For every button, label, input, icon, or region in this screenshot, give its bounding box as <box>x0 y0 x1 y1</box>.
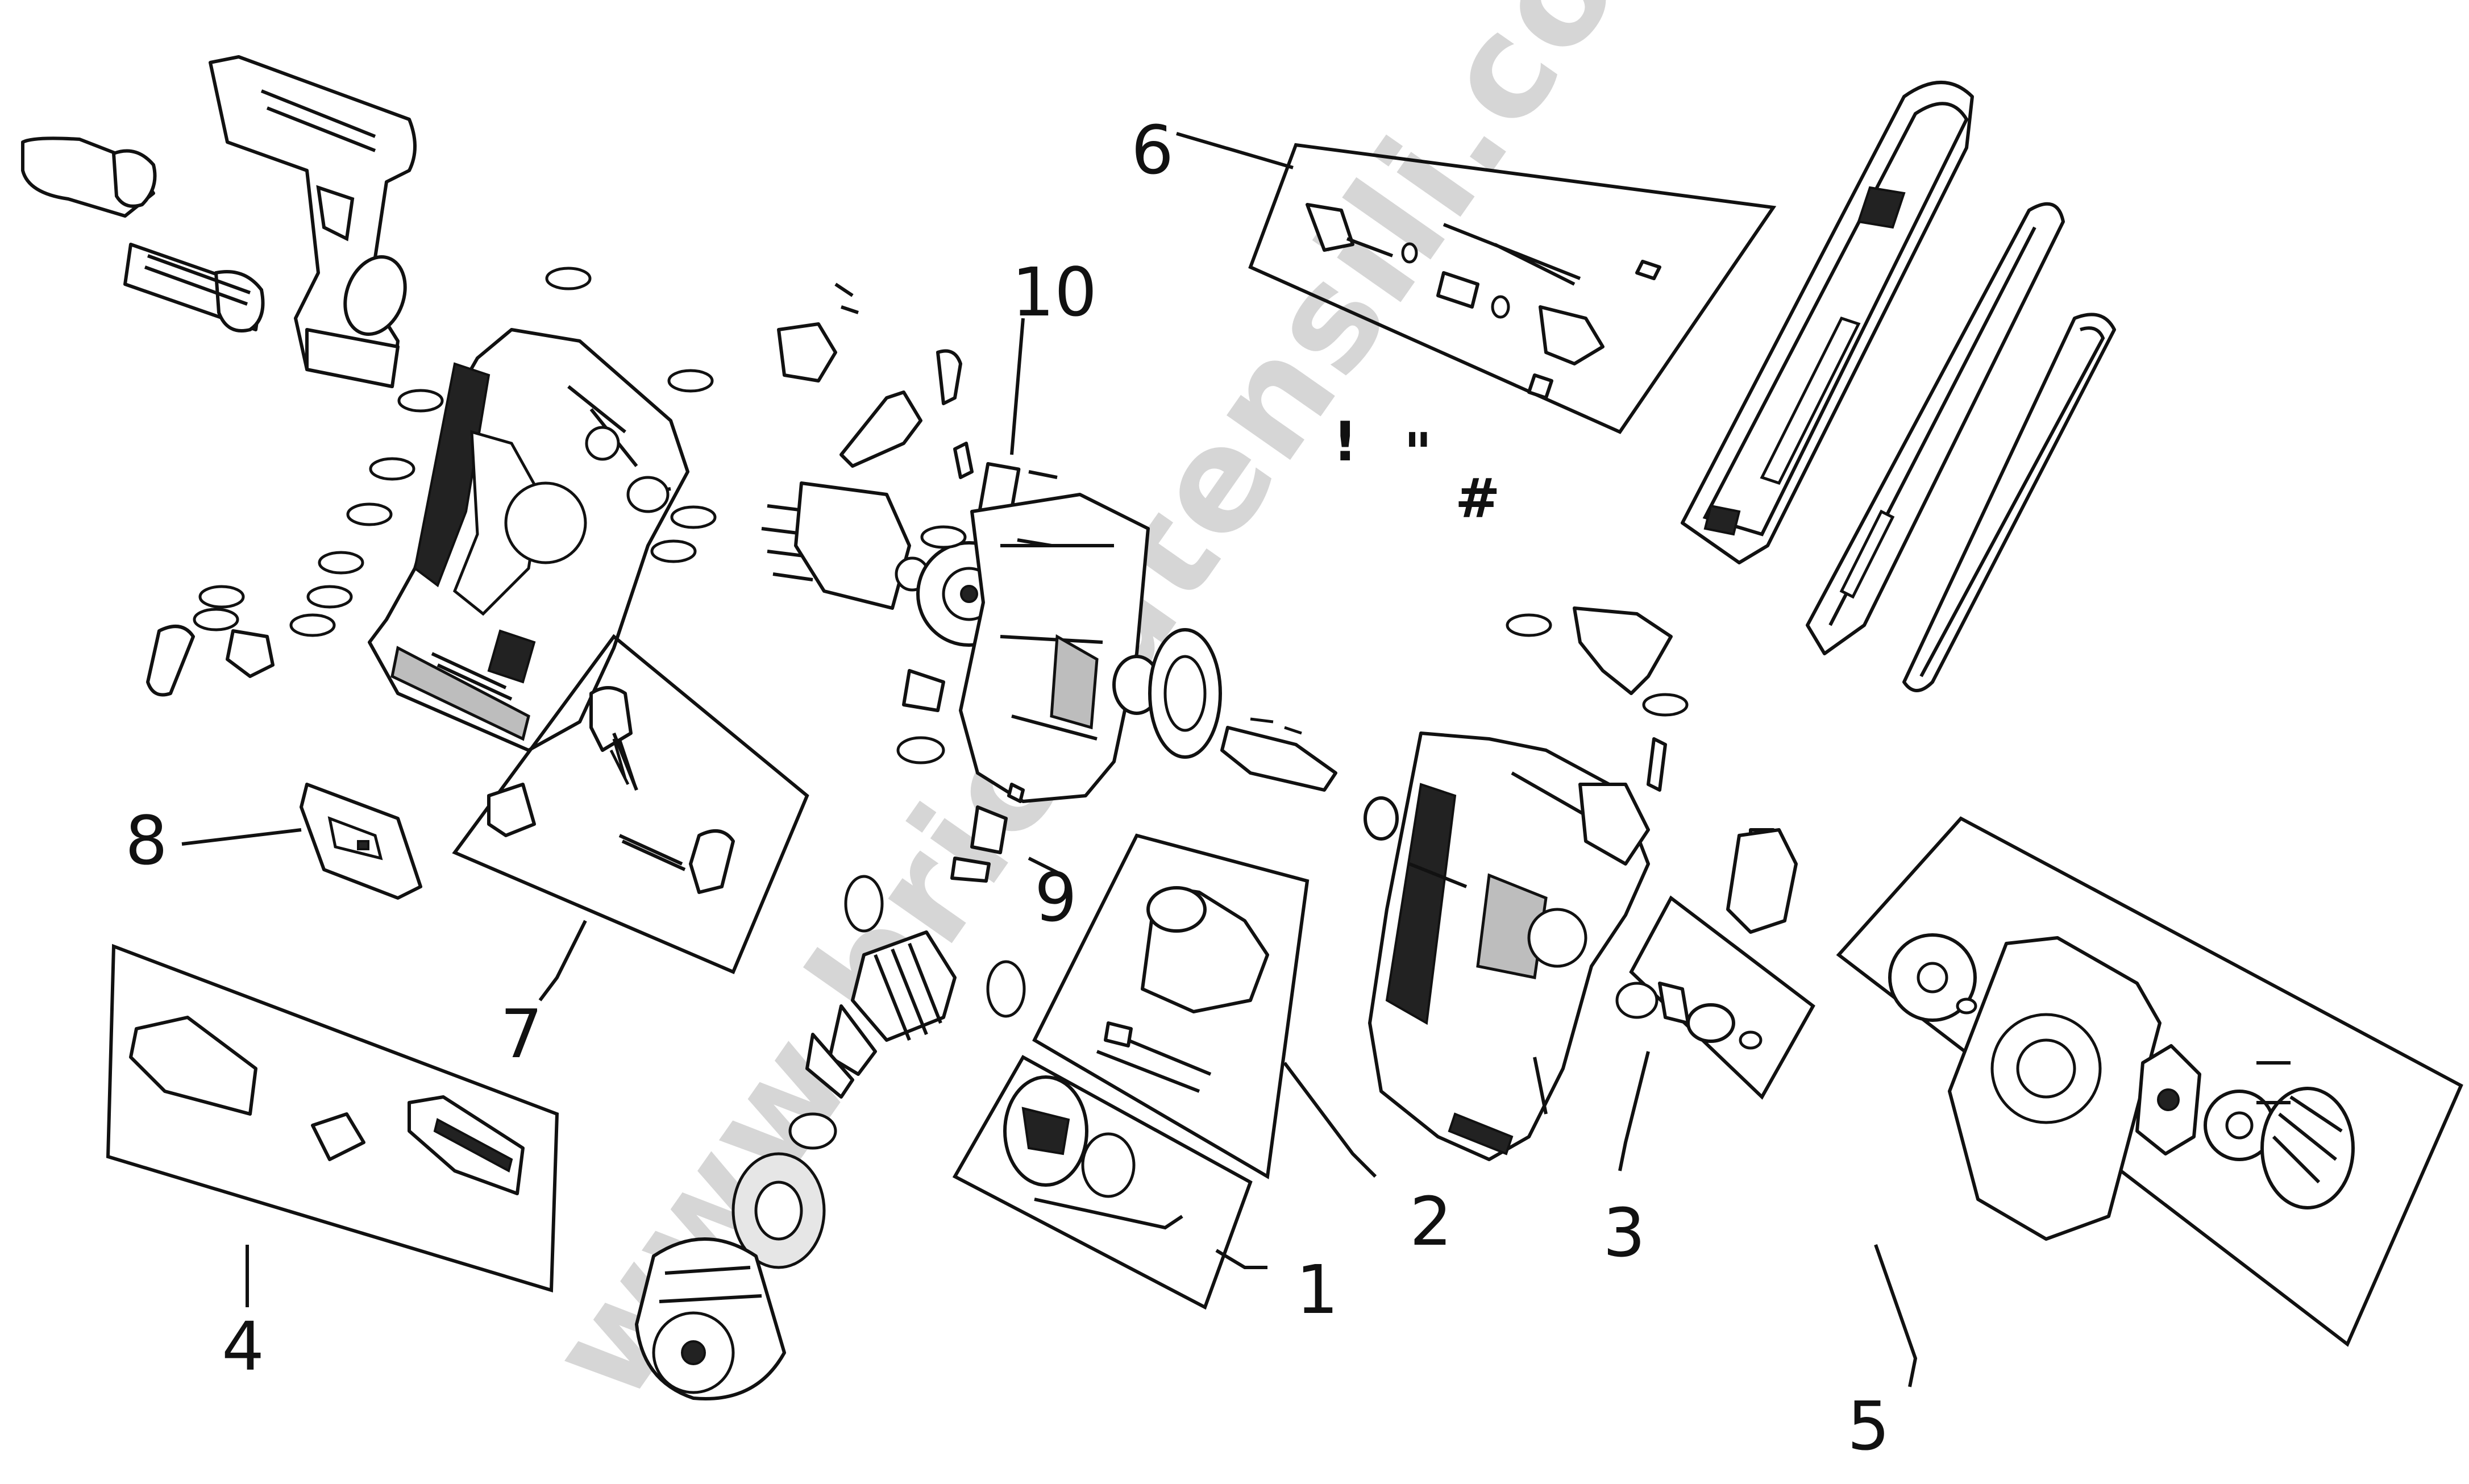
motor-part <box>635 1237 786 1400</box>
kit-8-part <box>300 783 422 900</box>
brake-bracket-part <box>1506 606 1798 934</box>
symbol-1: ! <box>1333 411 1357 473</box>
callout-5: 5 <box>1847 1387 1890 1465</box>
callout-1: 1 <box>1296 1250 1339 1329</box>
symbol-3: # <box>1455 468 1500 530</box>
motor-armature-part <box>731 875 1026 1269</box>
small-parts-upper <box>761 282 1021 581</box>
chain-part <box>1902 313 2116 692</box>
gear-wheels <box>1112 628 1399 841</box>
kit-6-panel <box>1248 143 1777 434</box>
kit-4-panel <box>106 943 559 1292</box>
callout-6: 6 <box>1131 111 1174 189</box>
rear-handle-part <box>209 55 417 388</box>
right-housing-part <box>1368 731 1650 1161</box>
leader-lines <box>181 132 1918 1387</box>
callout-10: 10 <box>1012 253 1097 331</box>
guide-bar-part <box>1681 81 1974 564</box>
callout-3: 3 <box>1603 1194 1645 1272</box>
callout-8: 8 <box>125 801 168 880</box>
gearbox-housing-part <box>794 470 1150 803</box>
symbol-labels: ! " # <box>1333 411 1500 530</box>
left-housing-screws <box>146 267 717 697</box>
kit-2-panel <box>1032 833 1310 1179</box>
kit-7-panel <box>452 634 809 974</box>
symbol-2: " <box>1404 422 1432 485</box>
kit-9-parts <box>950 783 1025 883</box>
watermark-group: www.bricoutensili.com <box>517 0 1739 1429</box>
handle-tube-part <box>21 136 265 332</box>
callout-7: 7 <box>500 995 543 1073</box>
callout-4: 4 <box>222 1307 264 1386</box>
kit-5-panel <box>1836 816 2463 1347</box>
callout-9: 9 <box>1034 858 1077 937</box>
watermark-text: www.bricoutensili.com <box>517 0 1739 1429</box>
kit-3-panel <box>1615 895 1815 1100</box>
callout-numbers: 1 2 3 4 5 6 7 8 9 10 <box>125 111 1890 1465</box>
callout-2: 2 <box>1410 1182 1452 1261</box>
guide-bar-plate-part <box>1806 202 2065 655</box>
kit-1-panel <box>952 1054 1253 1310</box>
